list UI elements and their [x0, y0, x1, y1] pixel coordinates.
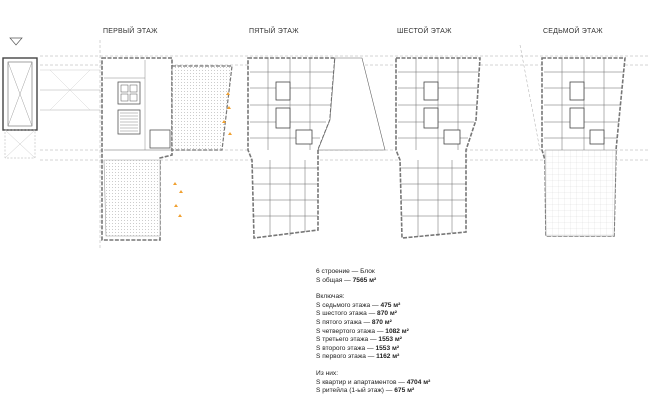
floor-area-row: S второго этажа — 1553 м² — [316, 344, 400, 352]
floor-area-row: S пятого этажа — 870 м² — [316, 318, 392, 326]
floor-area-row: S первого этажа — 1162 м² — [316, 353, 400, 361]
floor-area-row: S четвертого этажа — 1082 м² — [316, 327, 409, 335]
area-stats: 6 строение — Блок S общая — 7565 м² Вклю… — [316, 268, 430, 396]
floor-plan-sixth — [395, 57, 481, 239]
total-area-value: 7565 м² — [352, 276, 377, 284]
floor-area-row: S шестого этажа — 870 м² — [316, 310, 397, 318]
section-elevation — [2, 37, 100, 159]
floor-plan-first — [101, 57, 233, 241]
of-them-label: Из них: — [316, 369, 339, 377]
building-label: 6 строение — Блок — [316, 268, 375, 275]
floor-area-row: S третьего этажа — 1553 м² — [316, 336, 402, 344]
retail-area: S ритейла (1-ый этаж) — 675 м² — [316, 387, 415, 395]
total-area-label: S общая — — [316, 276, 353, 284]
title-sixth-floor: ШЕСТОЙ ЭТАЖ — [397, 28, 452, 35]
floor-plan-seventh — [541, 57, 626, 237]
total-area: S общая — 7565 м² — [316, 277, 430, 286]
title-seventh-floor: СЕДЬМОЙ ЭТАЖ — [543, 28, 603, 35]
title-first-floor: ПЕРВЫЙ ЭТАЖ — [103, 28, 158, 35]
title-fifth-floor: ПЯТЫЙ ЭТАЖ — [249, 28, 299, 35]
floor-area-row: S седьмого этажа — 475 м² — [316, 301, 401, 309]
floor-plan-fifth — [247, 57, 386, 239]
apartments-area: S квартир и апартаментов — 4704 м² — [316, 378, 431, 386]
includes-label: Включая: — [316, 293, 345, 301]
